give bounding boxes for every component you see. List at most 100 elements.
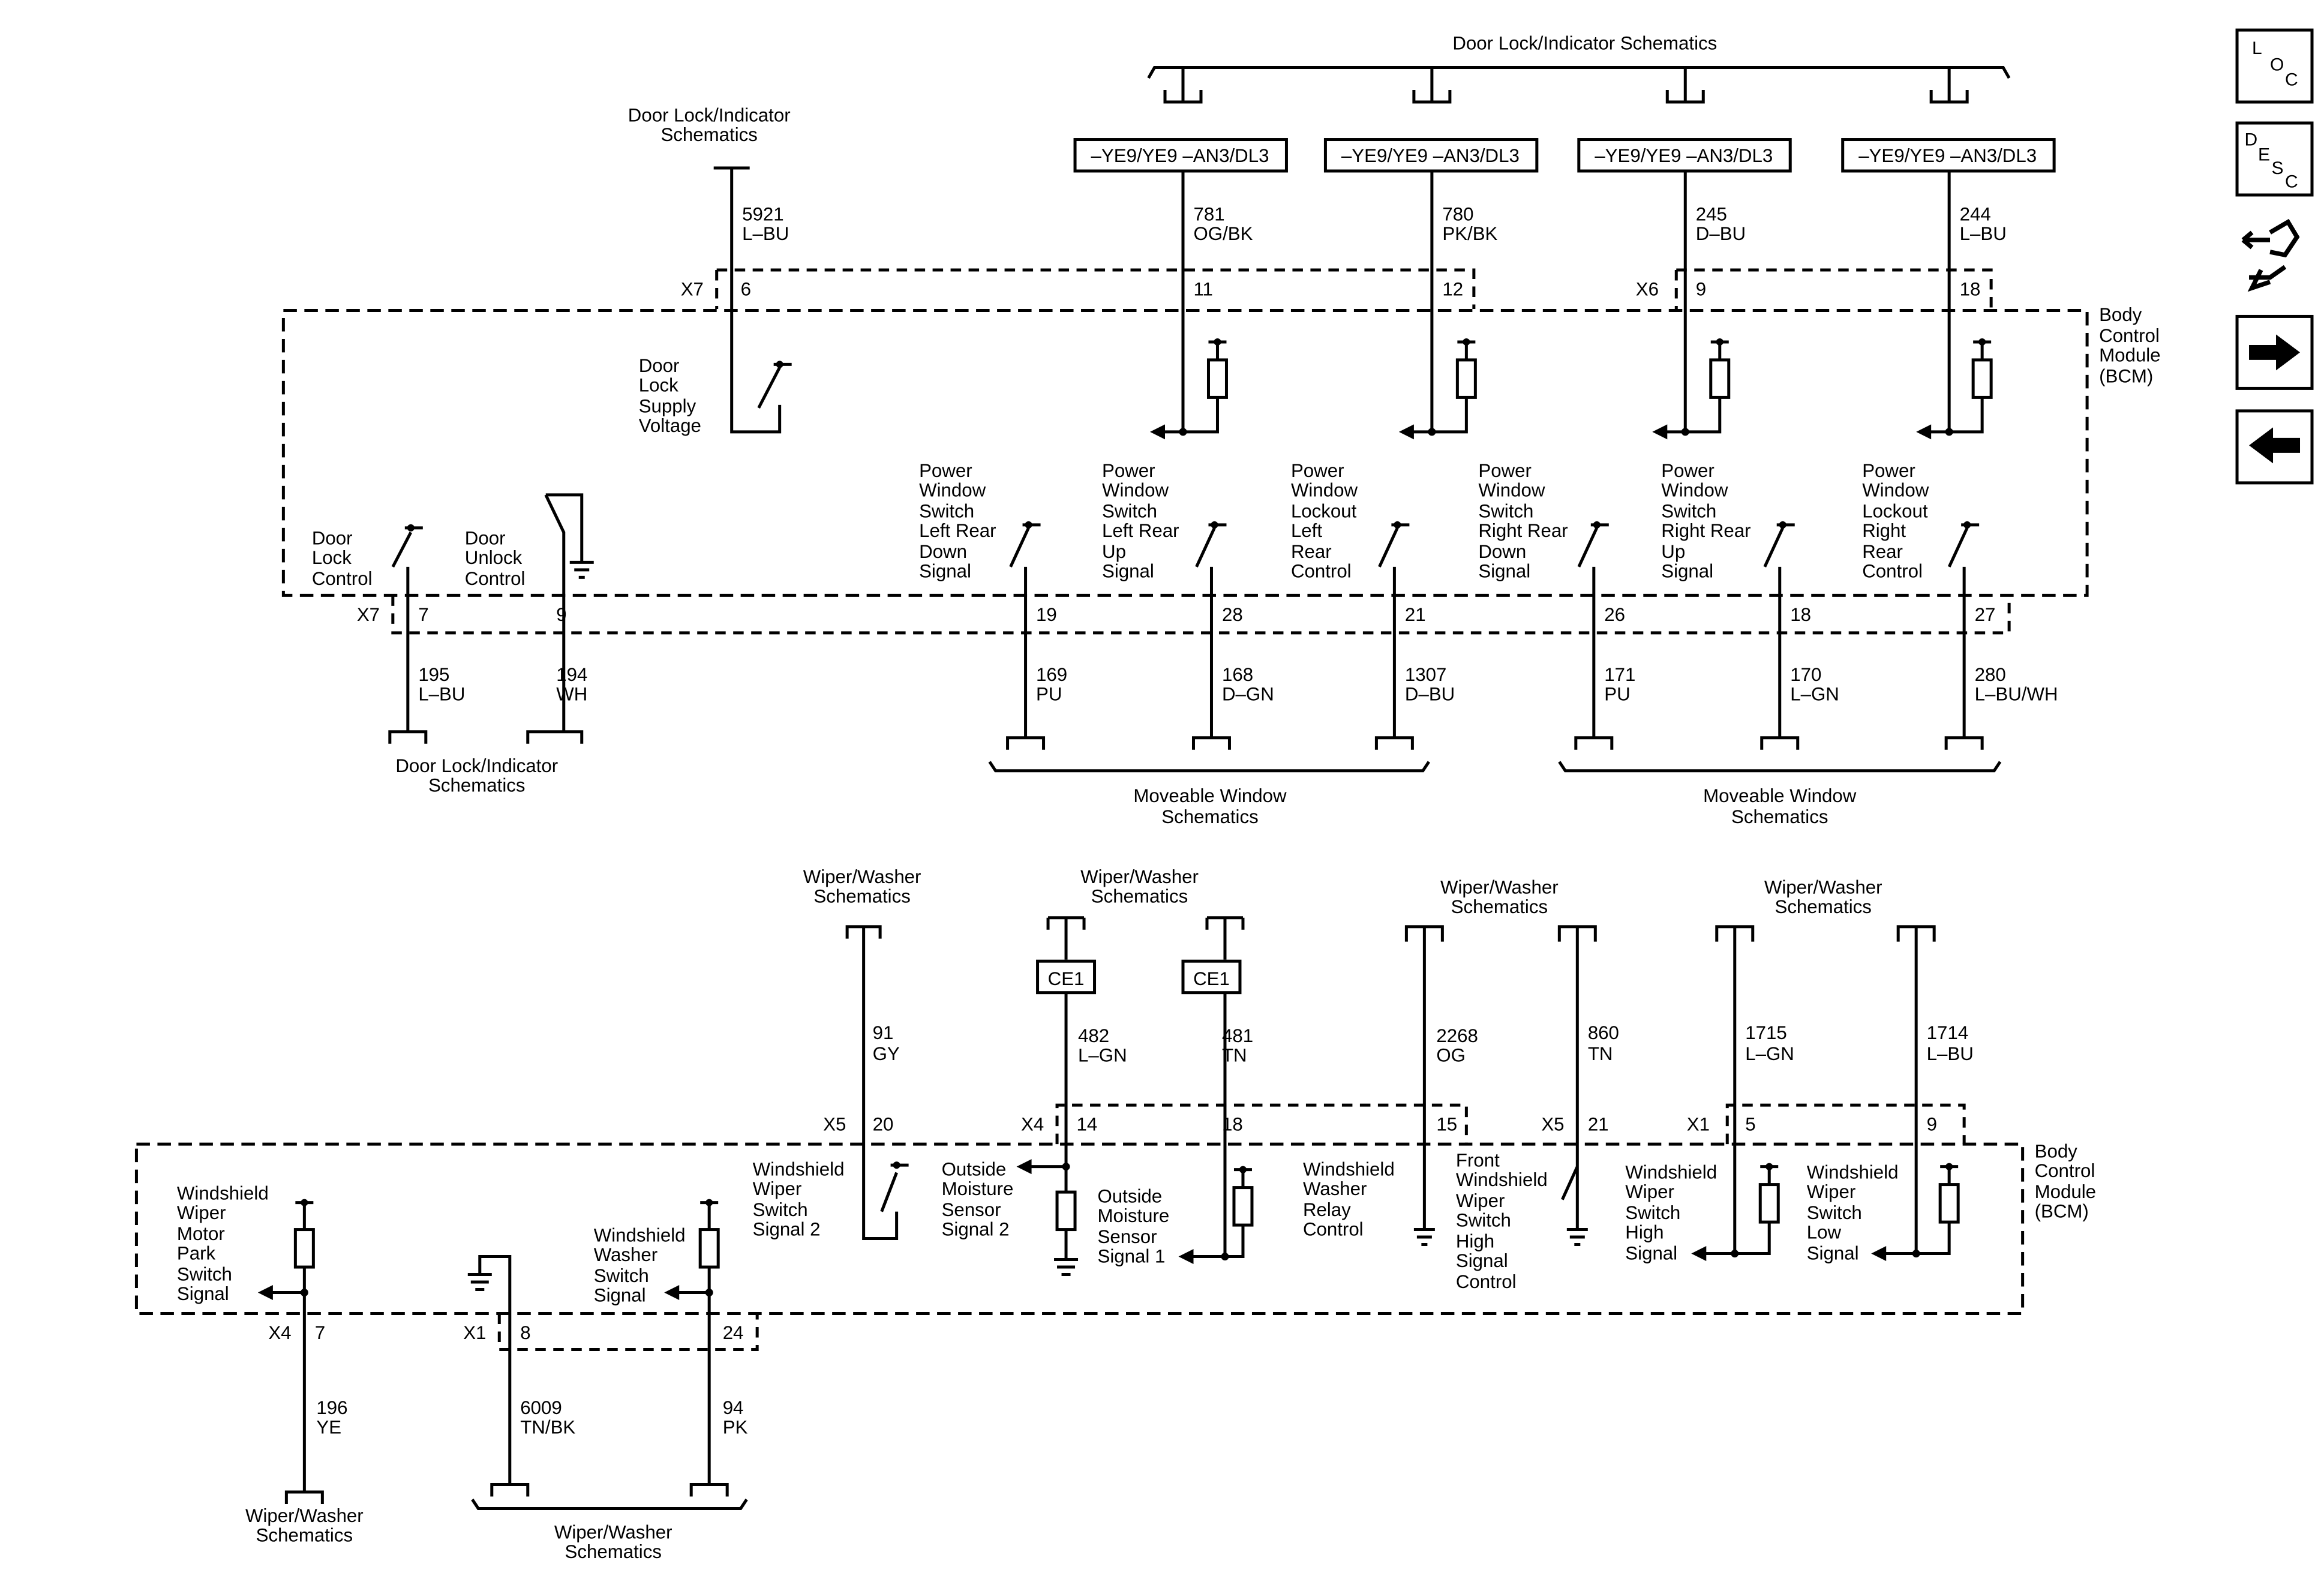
wiper-bottom-mid-2: Schematics [565, 1541, 662, 1562]
bcm-upper-3: Module [2099, 344, 2160, 365]
resistor-1714 [1938, 1183, 1960, 1224]
prev-arrow-icon[interactable] [2249, 427, 2301, 464]
svg-text:Sensor: Sensor [942, 1199, 1001, 1220]
circuit-5921 [713, 166, 792, 434]
pin-15: 15 [1436, 1114, 1457, 1135]
connector-x7-upper-bottom [391, 595, 2011, 635]
option-box-245 [1577, 138, 1792, 173]
desc-letter-e[interactable]: E [2258, 145, 2270, 165]
svg-text:Window: Window [919, 479, 986, 500]
wiper-header-2268-1: Wiper/Washer [1440, 877, 1559, 898]
svg-text:Lockout: Lockout [1291, 500, 1357, 521]
loc-letter-l[interactable]: L [2252, 38, 2262, 58]
circuit-195-color: L–BU [418, 683, 465, 704]
circuit-196-number: 196 [316, 1397, 347, 1418]
resistor-481 [1232, 1186, 1254, 1227]
window-bracket-right [1558, 761, 2002, 773]
desc-letter-d[interactable]: D [2245, 130, 2258, 150]
svg-text:Power: Power [1291, 460, 1344, 481]
next-arrow-icon[interactable] [2249, 334, 2301, 371]
svg-text:Signal: Signal [1807, 1243, 1859, 1264]
resistor-245 [1709, 358, 1731, 399]
circuit-1714-color: L–BU [1927, 1043, 1974, 1064]
svg-text:Sensor: Sensor [1098, 1226, 1157, 1247]
ce1-label-482: CE1 [1048, 968, 1085, 989]
pin-9-lower: 9 [1927, 1114, 1937, 1135]
connector-x1-label: X1 [1687, 1114, 1710, 1135]
pin-6: 6 [741, 278, 751, 299]
circuit-6009-number: 6009 [520, 1397, 562, 1418]
svg-text:Wiper: Wiper [177, 1202, 226, 1223]
pin-26: 26 [1604, 604, 1625, 625]
moveable-right-2: Schematics [1731, 806, 1828, 827]
circuit-195 [388, 526, 428, 744]
pin-12: 12 [1442, 278, 1463, 299]
prev-button-frame [2235, 409, 2314, 485]
loc-letter-c[interactable]: C [2285, 70, 2298, 90]
circuit-194 [526, 493, 594, 744]
connector-x5-label: X5 [823, 1114, 846, 1135]
door-lock-label-3: Control [312, 568, 373, 589]
option-box-244 [1841, 138, 2056, 173]
loc-button-frame [2235, 28, 2314, 104]
supply-label-4: Voltage [639, 415, 701, 436]
circuit-1307-color: D–BU [1405, 683, 1455, 704]
bcm-upper-2: Control [2099, 325, 2160, 346]
svg-text:Moisture: Moisture [942, 1178, 1014, 1199]
circuit-2268-number: 2268 [1436, 1025, 1478, 1046]
moist2-label: Outside Moisture Sensor Signal 2 [942, 1159, 1014, 1240]
svg-text:Switch: Switch [1625, 1202, 1680, 1223]
option-code-245: –YE9/YE9 –AN3/DL3 [1595, 145, 1773, 166]
svg-text:Switch: Switch [1478, 500, 1533, 521]
svg-text:Down: Down [919, 541, 967, 562]
wiper-header-ce1-1: Wiper/Washer [1080, 866, 1199, 887]
door-unlock-label-1: Door [465, 527, 506, 548]
svg-text:Windshield: Windshield [1456, 1169, 1548, 1190]
loc-letter-o[interactable]: O [2270, 55, 2284, 75]
wiper-header-91-1: Wiper/Washer [803, 866, 921, 887]
svg-text:Signal: Signal [1625, 1243, 1677, 1264]
window-6-label: Power Window Lockout Right Rear Control [1862, 460, 1929, 581]
window-4-label: Power Window Switch Right Rear Down Sign… [1478, 460, 1568, 581]
door-unlock-label-3: Control [465, 568, 526, 589]
supply-label-3: Supply [639, 395, 696, 416]
wiper-header-1715-2: Schematics [1774, 896, 1871, 917]
bcm-lower-4: (BCM) [2035, 1201, 2089, 1222]
circuit-1714 [1881, 925, 1959, 1256]
desc-letter-c[interactable]: C [2285, 172, 2298, 192]
bcm-box-upper [281, 308, 2089, 597]
circuit-169-number: 169 [1036, 664, 1067, 685]
svg-text:Switch: Switch [919, 500, 974, 521]
tools-icon[interactable] [2241, 218, 2300, 292]
svg-text:Window: Window [1291, 479, 1358, 500]
option-boxes [1036, 138, 2056, 995]
circuit-781-number: 781 [1193, 203, 1224, 224]
desc-button-frame [2235, 121, 2314, 197]
top-circuit-780 [1410, 67, 1452, 434]
svg-text:Lockout: Lockout [1862, 500, 1928, 521]
option-box-781 [1073, 138, 1288, 173]
connector-x1-bottom [497, 1313, 759, 1352]
pin-18-x6: 18 [1960, 278, 1981, 299]
svg-text:Switch: Switch [1102, 500, 1157, 521]
circuit-170-number: 170 [1790, 664, 1821, 685]
ce1-box-481 [1181, 959, 1242, 995]
circuit-91-color: GY [873, 1043, 900, 1064]
circuit-196-color: YE [316, 1416, 341, 1437]
door-lock-supply-header-2: Schematics [660, 124, 757, 145]
pin-8: 8 [520, 1322, 530, 1343]
svg-text:Signal: Signal [1478, 560, 1530, 581]
top-circuit-244 [1928, 67, 1969, 434]
svg-text:Washer: Washer [594, 1244, 657, 1265]
circuit-1715-number: 1715 [1745, 1022, 1786, 1043]
circuit-860 [1557, 925, 1597, 1247]
svg-text:Windshield: Windshield [1625, 1162, 1717, 1183]
ce1-label-481: CE1 [1193, 968, 1230, 989]
wiper-bracket [471, 1499, 748, 1510]
supply-label-2: Lock [639, 374, 678, 395]
desc-letter-s[interactable]: S [2272, 158, 2284, 178]
svg-text:Switch: Switch [1456, 1210, 1511, 1231]
moveable-right-1: Moveable Window [1703, 785, 1857, 806]
circuit-245-color: D–BU [1696, 223, 1746, 244]
window-2-label: Power Window Switch Left Rear Up Signal [1102, 460, 1179, 581]
